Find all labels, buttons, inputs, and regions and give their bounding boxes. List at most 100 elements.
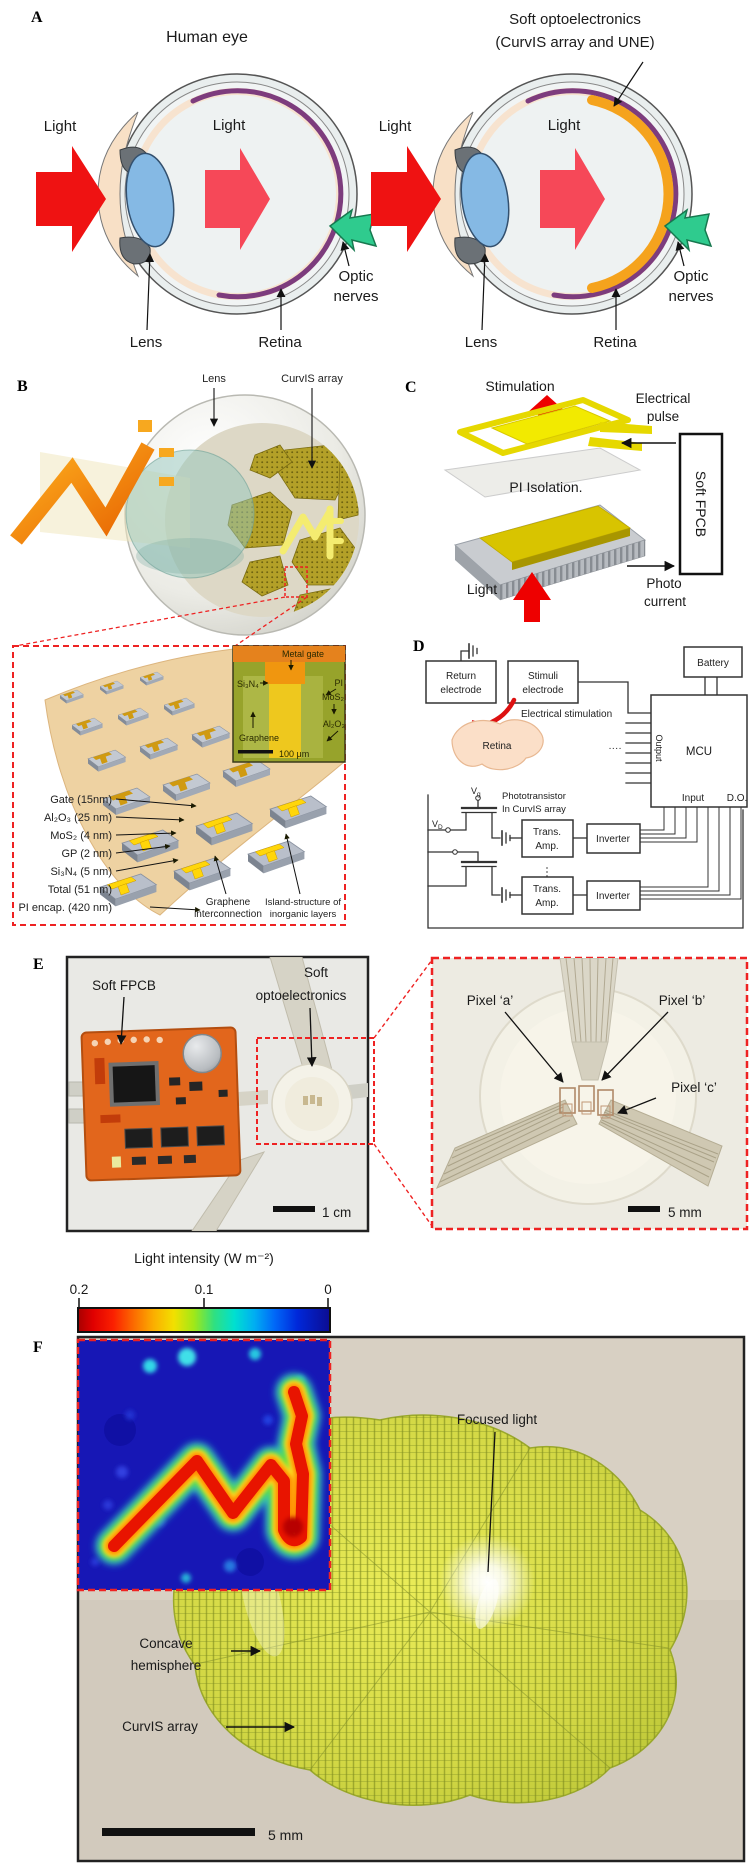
panel-b: B: [10, 373, 366, 926]
electrical-pulse-line2: pulse: [647, 409, 679, 424]
ribbon-bundle-left: [435, 1099, 578, 1190]
stimulation-label: Stimulation: [485, 378, 554, 394]
projected-pattern-yellow: [279, 505, 344, 560]
light-label: Light: [548, 117, 581, 134]
soft-fpcb-label: Soft FPCB: [693, 471, 709, 537]
pixel-a-label: Pixel ‘a’: [467, 993, 514, 1008]
metal-gate-stem: [265, 662, 305, 684]
colorbar-tick-01: 0.1: [195, 1282, 214, 1297]
al2o3-region: [301, 676, 323, 758]
orange-tab: [159, 477, 174, 486]
optic-nerves-label-line1: Optic: [673, 268, 709, 285]
layer-label-si3n4: Si₃N₄ (5 nm): [50, 866, 112, 878]
layer-label-mos2: MoS₂ (4 nm): [50, 830, 112, 842]
micrograph-scalebar: [238, 750, 273, 754]
artificial-eye-diagram: Light Light Lens Retina Optic nerves: [371, 61, 714, 351]
photo-current-line2: current: [644, 594, 686, 609]
soft-fpcb-box: [678, 432, 724, 576]
pixel-electrodes: [559, 1085, 614, 1119]
pi-label: PI: [334, 678, 343, 688]
light-label: Light: [213, 117, 246, 134]
scalebar-left: [273, 1206, 315, 1212]
pixel-a-arrow: [504, 1011, 564, 1083]
graphene-region: [243, 676, 269, 758]
retina-label: Retina: [483, 741, 512, 752]
cornea: [432, 111, 475, 278]
pixel-b-label: Pixel ‘b’: [659, 993, 706, 1008]
light-label: Light: [44, 118, 77, 135]
light-arrow-outer: [36, 146, 106, 252]
graphene-label: Graphene: [239, 733, 279, 743]
electrical-pulse-line1: Electrical: [636, 391, 691, 406]
hemisphere-closeup: [435, 958, 723, 1205]
soft-opto-title-line2: (CurvIS array and UNE): [495, 34, 654, 51]
human-eye-diagram: Light Light Lens Retina Optic nerves: [36, 73, 379, 351]
svg-text:Trans.: Trans.: [533, 827, 561, 838]
scale-label-right: 5 mm: [668, 1205, 702, 1220]
layer-label-al2o3: Al₂O₃ (25 nm): [44, 812, 112, 824]
heatmap-frame: [76, 1338, 332, 1592]
focused-light-line: [487, 1431, 496, 1573]
panel-e: E: [33, 955, 749, 1233]
zoom-connector-top: [373, 959, 433, 1039]
heatmap-content: [91, 1348, 321, 1583]
inverter-box-2: [586, 880, 641, 911]
concave-hemisphere-line2: hemisphere: [131, 1658, 202, 1673]
stimuli-electrode-line1: Stimuli: [528, 671, 558, 682]
electrode-lead-upper: [600, 422, 652, 434]
soft-fpcb-label: Soft FPCB: [92, 978, 156, 993]
pi-arrow: [325, 688, 337, 696]
graphene-interconnection-line1: Graphene: [206, 897, 251, 908]
pixel-c-label: Pixel ‘c’: [671, 1080, 717, 1095]
branch-node: [452, 849, 458, 855]
optic-nerves-label-line2: nerves: [668, 288, 713, 305]
retina-blob: [451, 719, 544, 771]
colorbar: Light intensity (W m⁻²) 0.2 0.1 0: [70, 1250, 332, 1333]
layer-label-total: Total (51 nm): [48, 884, 112, 896]
heatmap-letter-pattern: [96, 1374, 321, 1564]
svg-text:Amp.: Amp.: [535, 898, 558, 909]
al2o3-label: Al₂O₃: [323, 719, 345, 729]
optic-nerve-arrow: [675, 241, 685, 267]
curvis-array-label: CurvIS array: [122, 1719, 198, 1734]
curvis-band-arrow: [613, 61, 644, 107]
ribbon-mid: [238, 1090, 268, 1106]
electrical-stimulation-label: Electrical stimulation: [521, 709, 612, 720]
vg-label: V: [471, 786, 477, 796]
retina-label: Retina: [258, 334, 302, 351]
al2o3-arrow: [326, 730, 339, 742]
retina-label: Retina: [593, 334, 637, 351]
layer-label-gp: GP (2 nm): [61, 848, 112, 860]
lens-shape: [125, 152, 175, 248]
mos2-channel-region: [269, 672, 301, 758]
pixel-b-arrow: [601, 1011, 669, 1081]
orange-tab: [138, 420, 152, 432]
layer-stack-labels: Gate (15nm) Al₂O₃ (25 nm) MoS₂ (4 nm) GP…: [18, 794, 201, 914]
curvis-array-label: CurvIS array: [281, 373, 343, 385]
island-structure-line2: inorganic layers: [270, 909, 337, 920]
svg-text:Inverter: Inverter: [596, 834, 631, 845]
phototransistor-line1: Phototransistor: [502, 791, 566, 802]
device-structure-inset: Gate (15nm) Al₂O₃ (25 nm) MoS₂ (4 nm) GP…: [12, 645, 346, 926]
mcu-label: MCU: [686, 746, 712, 758]
input-label: Input: [682, 793, 704, 804]
orange-pcb: [80, 1026, 242, 1182]
cornea: [97, 111, 140, 278]
soft-optoelectronics-arrow: [306, 1007, 317, 1067]
stimuli-electrode-plate: [490, 405, 612, 445]
metal-gate-pad: [233, 646, 345, 662]
mos2-label: MoS₂: [322, 692, 345, 702]
zoom-connector-bottom: [373, 1143, 433, 1227]
soft-optoelectronics-line1: Soft: [304, 965, 328, 980]
panel-f: F: [33, 1335, 746, 1863]
focused-light-spot: [439, 1534, 535, 1630]
array-seams: [195, 1447, 669, 1771]
pi-isolation-layer: [443, 447, 642, 498]
optic-nerves-label-line1: Optic: [338, 268, 374, 285]
svg-text:Amp.: Amp.: [535, 841, 558, 852]
micrograph-scale-label: 100 μm: [279, 749, 309, 759]
lens-label: Lens: [465, 334, 498, 351]
stimuli-electrode-box: [507, 660, 579, 704]
colorbar-gradient: [77, 1307, 331, 1333]
